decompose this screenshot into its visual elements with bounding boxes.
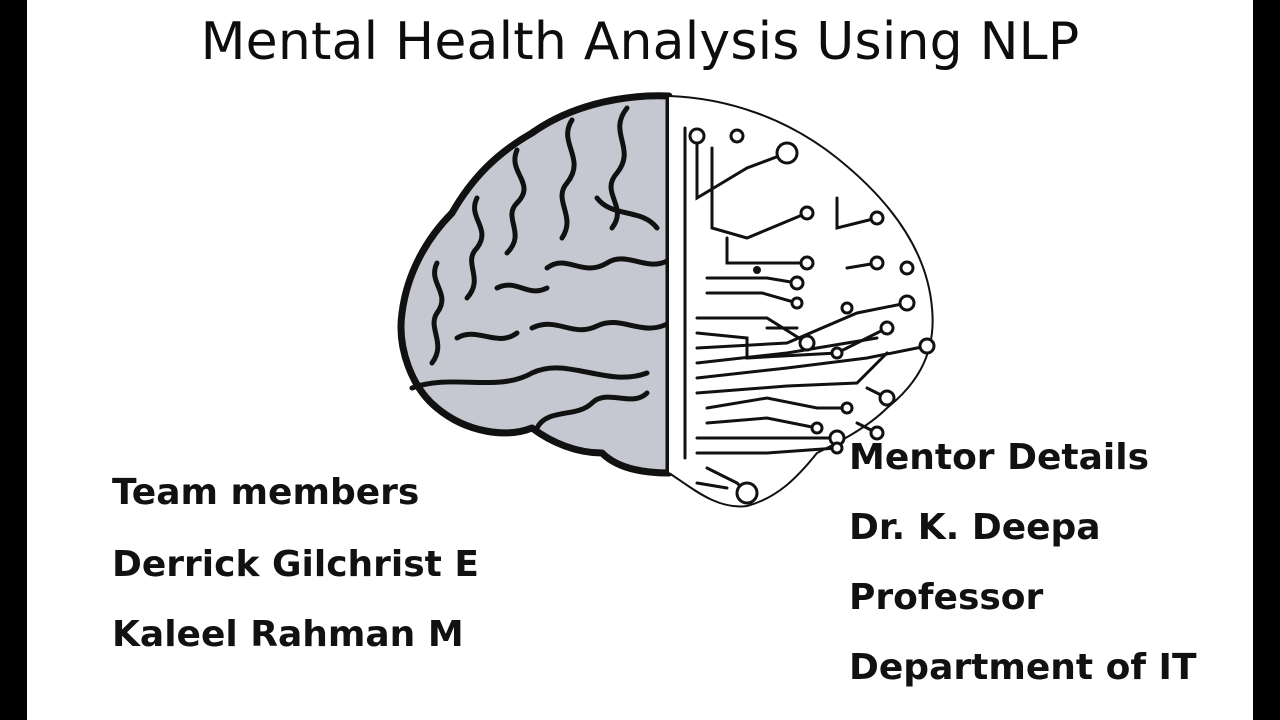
circuit-node-solid xyxy=(753,266,761,274)
mentor-section: Mentor Details Dr. K. Deepa Professor De… xyxy=(849,440,1249,700)
brain-organic-half-icon xyxy=(397,92,673,477)
team-section: Team members Derrick Gilchrist E Kaleel … xyxy=(112,475,532,675)
team-member: Derrick Gilchrist E xyxy=(112,544,480,585)
slide-title: Mental Health Analysis Using NLP xyxy=(200,12,1080,72)
team-member: Kaleel Rahman M xyxy=(112,614,464,655)
slide: Mental Health Analysis Using NLP xyxy=(27,0,1253,720)
mentor-heading: Mentor Details xyxy=(849,437,1150,478)
circuit-traces xyxy=(683,126,929,495)
brain-circuit-icon xyxy=(397,92,936,508)
mentor-role: Professor xyxy=(849,577,1044,618)
team-heading: Team members xyxy=(112,472,420,513)
mentor-department: Department of IT xyxy=(849,647,1197,688)
circuit-nodes xyxy=(688,127,936,505)
mentor-name: Dr. K. Deepa xyxy=(849,507,1101,548)
